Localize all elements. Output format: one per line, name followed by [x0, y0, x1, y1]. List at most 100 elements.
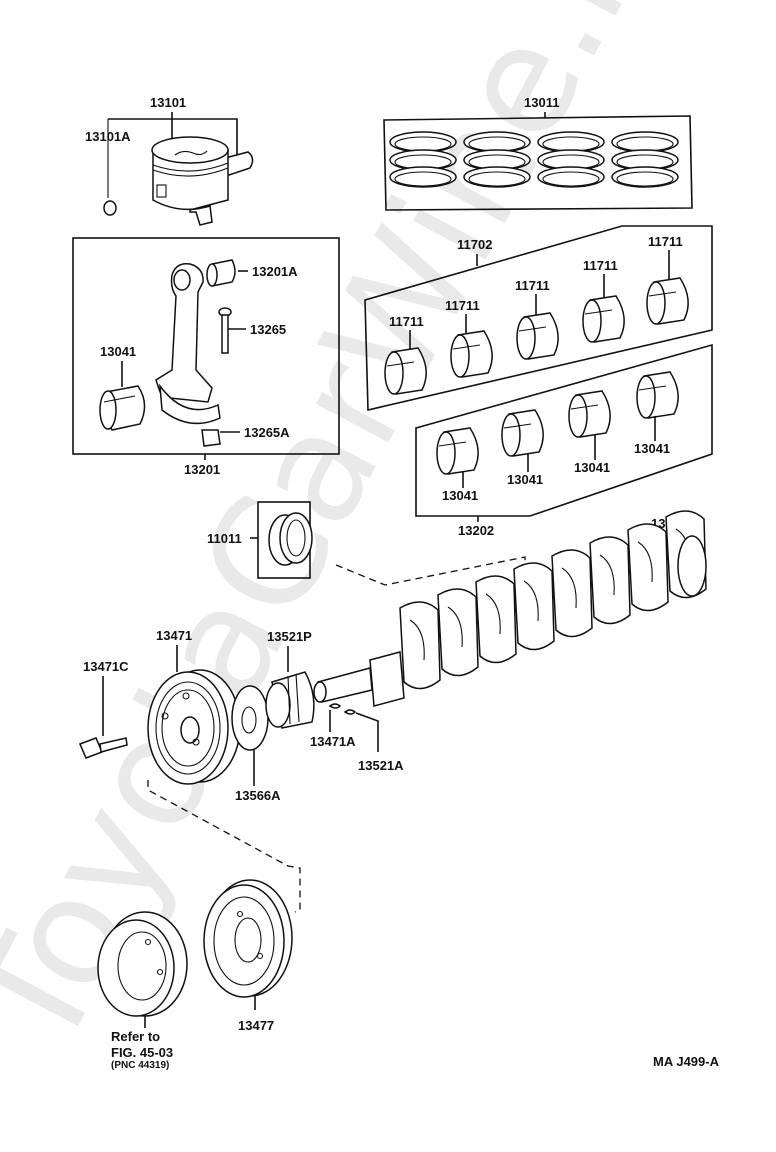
conrod-nut [201, 429, 221, 447]
crank-bearing-set-frame [364, 225, 713, 412]
label-11711: 11711 [583, 258, 618, 273]
key-13471A-group: 13471A [310, 703, 356, 749]
conrod-bearing [568, 390, 611, 438]
timing-gear [265, 671, 315, 729]
conrod-bearing-set-frame [415, 343, 713, 517]
label-11702: 11702 [457, 237, 492, 252]
piston-ring-set [537, 131, 605, 188]
piston-ring [389, 131, 457, 153]
crank-web [589, 536, 631, 625]
label-13041: 13041 [442, 488, 478, 503]
label-13201: 13201 [184, 462, 220, 477]
connecting-rod-group: 13201 13201A 13265 13265A 13041 [72, 237, 340, 477]
oil-slinger [231, 685, 269, 751]
main-bearing [450, 330, 493, 378]
crank-web [399, 601, 441, 690]
timing-gear-group: 13521P [265, 629, 315, 729]
label-13265: 13265 [250, 322, 286, 337]
label-13471: 13471 [156, 628, 192, 643]
crank-pulley [147, 669, 241, 785]
connecting-rod-frame [72, 237, 340, 455]
piston-ring-set [611, 131, 679, 188]
crank-pulley-group: 13471 13471C [79, 628, 241, 785]
piston-ring [463, 131, 531, 153]
woodruff-key-2 [343, 709, 357, 715]
piston-ring-set [389, 131, 457, 188]
conrod-bearing [99, 385, 146, 431]
label-13265A: 13265A [244, 425, 290, 440]
label-13477: 13477 [238, 1018, 274, 1033]
label-13011: 13011 [524, 95, 559, 110]
label-11711: 11711 [389, 314, 424, 329]
label-13471A: 13471A [310, 734, 356, 749]
main-bearing [582, 295, 625, 343]
label-11711: 11711 [648, 234, 683, 249]
pulley-13477 [203, 879, 293, 998]
crank-web [513, 562, 555, 651]
piston-group: 13101 13101A [85, 95, 254, 226]
label-13521P: 13521P [267, 629, 312, 644]
piston-crown-mark [174, 150, 208, 156]
leader-bracket [108, 118, 238, 165]
piston-ring-set [463, 131, 531, 188]
piston-ring [611, 131, 679, 153]
label-11711: 11711 [515, 278, 550, 293]
piston-crown [151, 136, 229, 164]
key-13521A-group: 13521A [343, 709, 404, 773]
reference-line-3: (PNC 44319) [111, 1060, 169, 1071]
label-13521A: 13521A [358, 758, 404, 773]
piston-ring [611, 166, 679, 188]
label-11711: 11711 [445, 298, 480, 313]
crank-web [627, 523, 669, 612]
main-bearing [646, 277, 689, 325]
figure-code: MA J499-A [653, 1054, 720, 1069]
conrod-bearing [636, 371, 679, 419]
thrust-washer-group: 11011 [207, 501, 526, 600]
label-13041: 13041 [507, 472, 543, 487]
crank-web [551, 549, 593, 638]
label-13566A: 13566A [235, 788, 281, 803]
small-end-bore [173, 269, 191, 291]
piston-ring [537, 166, 605, 188]
crank-bearing-set-group: 11702 11711 11711 11711 11711 11711 [364, 225, 713, 412]
reference-line-1: Refer to [111, 1029, 160, 1044]
label-13101: 13101 [150, 95, 186, 110]
piston-rings-frame [383, 115, 693, 211]
crank-rear-flange [677, 535, 707, 597]
leader-line [355, 712, 379, 752]
crank-web [437, 588, 479, 677]
piston-rings-group: 13011 [383, 95, 693, 211]
piston-ring-grooves [152, 162, 229, 177]
conrod-bearing [501, 409, 544, 457]
reference-line-2: FIG. 45-03 [111, 1045, 173, 1060]
crank-web [475, 575, 517, 664]
pulley-13477-group: 13477 [203, 879, 293, 1033]
piston-ring [537, 131, 605, 153]
conrod-cap [159, 383, 221, 425]
conrod-bearing-set-group: 13202 13041 13041 13041 13041 [415, 343, 713, 538]
piston-ring [389, 166, 457, 188]
pulley-bolt [79, 737, 128, 759]
woodruff-key-1 [328, 703, 342, 709]
conrod-bolt [221, 314, 229, 354]
thrust-washer [268, 512, 313, 566]
label-13041: 13041 [574, 460, 610, 475]
label-13041: 13041 [634, 441, 670, 456]
piston-ring [463, 166, 531, 188]
conrod-bearing [436, 427, 479, 475]
reference-pulley [97, 911, 188, 1017]
oil-slinger-group: 13566A [231, 685, 281, 803]
label-13101A: 13101A [85, 129, 131, 144]
crankshaft-group: 13411 [313, 510, 707, 707]
main-bearing [516, 312, 559, 360]
piston-pin-clip [103, 200, 117, 216]
label-13201A: 13201A [252, 264, 298, 279]
bushing-end [206, 263, 218, 287]
label-11011: 11011 [207, 531, 242, 546]
label-13202: 13202 [458, 523, 494, 538]
reference-pulley-group: Refer to FIG. 45-03 (PNC 44319) [97, 911, 188, 1071]
main-bearing [384, 347, 427, 395]
connecting-rod [155, 262, 213, 403]
label-13041: 13041 [100, 344, 136, 359]
